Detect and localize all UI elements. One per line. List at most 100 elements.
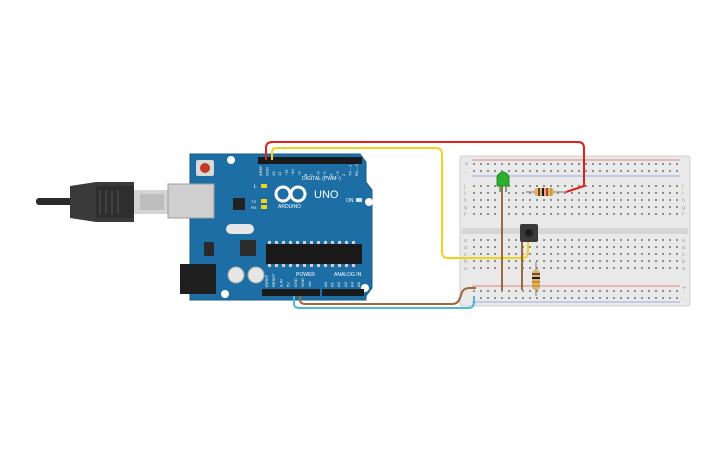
breadboard-hole[interactable] xyxy=(634,199,636,201)
push-button[interactable] xyxy=(520,224,538,242)
breadboard-hole[interactable] xyxy=(571,297,573,299)
breadboard-hole[interactable] xyxy=(480,163,482,165)
breadboard-hole[interactable] xyxy=(634,163,636,165)
wire-cyan[interactable] xyxy=(293,296,475,309)
breadboard-hole[interactable] xyxy=(473,192,475,194)
breadboard-hole[interactable] xyxy=(473,199,475,201)
breadboard-hole[interactable] xyxy=(564,199,566,201)
breadboard-hole[interactable] xyxy=(662,239,664,241)
breadboard-hole[interactable] xyxy=(634,213,636,215)
breadboard-hole[interactable] xyxy=(536,267,538,269)
breadboard-hole[interactable] xyxy=(599,267,601,269)
breadboard-hole[interactable] xyxy=(648,239,650,241)
breadboard-hole[interactable] xyxy=(571,185,573,187)
wires[interactable] xyxy=(265,141,585,309)
breadboard-hole[interactable] xyxy=(641,267,643,269)
breadboard-hole[interactable] xyxy=(641,246,643,248)
breadboard-hole[interactable] xyxy=(613,206,615,208)
breadboard-hole[interactable] xyxy=(641,206,643,208)
breadboard-hole[interactable] xyxy=(627,213,629,215)
breadboard-hole[interactable] xyxy=(585,192,587,194)
breadboard-hole[interactable] xyxy=(536,185,538,187)
breadboard-hole[interactable] xyxy=(515,185,517,187)
breadboard-hole[interactable] xyxy=(564,253,566,255)
breadboard-hole[interactable] xyxy=(522,206,524,208)
breadboard-hole[interactable] xyxy=(564,192,566,194)
breadboard-hole[interactable] xyxy=(592,206,594,208)
breadboard-hole[interactable] xyxy=(480,170,482,172)
breadboard-hole[interactable] xyxy=(634,239,636,241)
breadboard-hole[interactable] xyxy=(648,213,650,215)
breadboard-hole[interactable] xyxy=(634,206,636,208)
breadboard-hole[interactable] xyxy=(494,206,496,208)
breadboard-hole[interactable] xyxy=(613,246,615,248)
breadboard-hole[interactable] xyxy=(641,253,643,255)
breadboard-hole[interactable] xyxy=(571,290,573,292)
breadboard-hole[interactable] xyxy=(585,170,587,172)
breadboard-hole[interactable] xyxy=(473,239,475,241)
breadboard-hole[interactable] xyxy=(648,267,650,269)
breadboard-hole[interactable] xyxy=(655,267,657,269)
breadboard-hole[interactable] xyxy=(571,206,573,208)
breadboard-hole[interactable] xyxy=(613,267,615,269)
breadboard-hole[interactable] xyxy=(543,199,545,201)
breadboard-hole[interactable] xyxy=(536,199,538,201)
breadboard-hole[interactable] xyxy=(487,170,489,172)
breadboard-hole[interactable] xyxy=(641,163,643,165)
breadboard-hole[interactable] xyxy=(634,170,636,172)
breadboard-hole[interactable] xyxy=(529,260,531,262)
breadboard-hole[interactable] xyxy=(501,163,503,165)
breadboard-hole[interactable] xyxy=(487,185,489,187)
breadboard-hole[interactable] xyxy=(564,163,566,165)
breadboard-hole[interactable] xyxy=(655,246,657,248)
breadboard-hole[interactable] xyxy=(662,260,664,262)
breadboard-hole[interactable] xyxy=(508,246,510,248)
breadboard-hole[interactable] xyxy=(662,213,664,215)
breadboard-hole[interactable] xyxy=(564,260,566,262)
breadboard-hole[interactable] xyxy=(627,297,629,299)
breadboard-hole[interactable] xyxy=(473,267,475,269)
breadboard-hole[interactable] xyxy=(571,253,573,255)
breadboard-hole[interactable] xyxy=(564,246,566,248)
breadboard-hole[interactable] xyxy=(585,267,587,269)
breadboard-hole[interactable] xyxy=(662,199,664,201)
breadboard-hole[interactable] xyxy=(669,199,671,201)
breadboard-hole[interactable] xyxy=(676,260,678,262)
breadboard-hole[interactable] xyxy=(578,267,580,269)
breadboard-hole[interactable] xyxy=(487,163,489,165)
breadboard-hole[interactable] xyxy=(578,199,580,201)
breadboard-hole[interactable] xyxy=(662,297,664,299)
breadboard-hole[interactable] xyxy=(662,290,664,292)
breadboard-hole[interactable] xyxy=(627,253,629,255)
breadboard-hole[interactable] xyxy=(655,260,657,262)
breadboard-hole[interactable] xyxy=(473,253,475,255)
breadboard-hole[interactable] xyxy=(669,267,671,269)
breadboard-hole[interactable] xyxy=(620,213,622,215)
breadboard-hole[interactable] xyxy=(606,213,608,215)
breadboard-hole[interactable] xyxy=(641,170,643,172)
breadboard-hole[interactable] xyxy=(676,206,678,208)
breadboard-hole[interactable] xyxy=(592,239,594,241)
breadboard-hole[interactable] xyxy=(655,163,657,165)
breadboard-hole[interactable] xyxy=(620,246,622,248)
breadboard-hole[interactable] xyxy=(480,290,482,292)
breadboard-hole[interactable] xyxy=(627,170,629,172)
breadboard-hole[interactable] xyxy=(620,185,622,187)
breadboard-hole[interactable] xyxy=(676,239,678,241)
breadboard-hole[interactable] xyxy=(599,290,601,292)
breadboard-hole[interactable] xyxy=(550,290,552,292)
breadboard-hole[interactable] xyxy=(557,199,559,201)
breadboard-hole[interactable] xyxy=(480,297,482,299)
breadboard-hole[interactable] xyxy=(592,267,594,269)
breadboard-hole[interactable] xyxy=(641,260,643,262)
breadboard-hole[interactable] xyxy=(613,170,615,172)
breadboard-hole[interactable] xyxy=(669,170,671,172)
breadboard-hole[interactable] xyxy=(557,170,559,172)
breadboard-hole[interactable] xyxy=(529,206,531,208)
breadboard-hole[interactable] xyxy=(599,206,601,208)
breadboard-hole[interactable] xyxy=(669,260,671,262)
breadboard-hole[interactable] xyxy=(578,297,580,299)
breadboard-hole[interactable] xyxy=(487,297,489,299)
breadboard-hole[interactable] xyxy=(529,185,531,187)
breadboard-hole[interactable] xyxy=(487,253,489,255)
